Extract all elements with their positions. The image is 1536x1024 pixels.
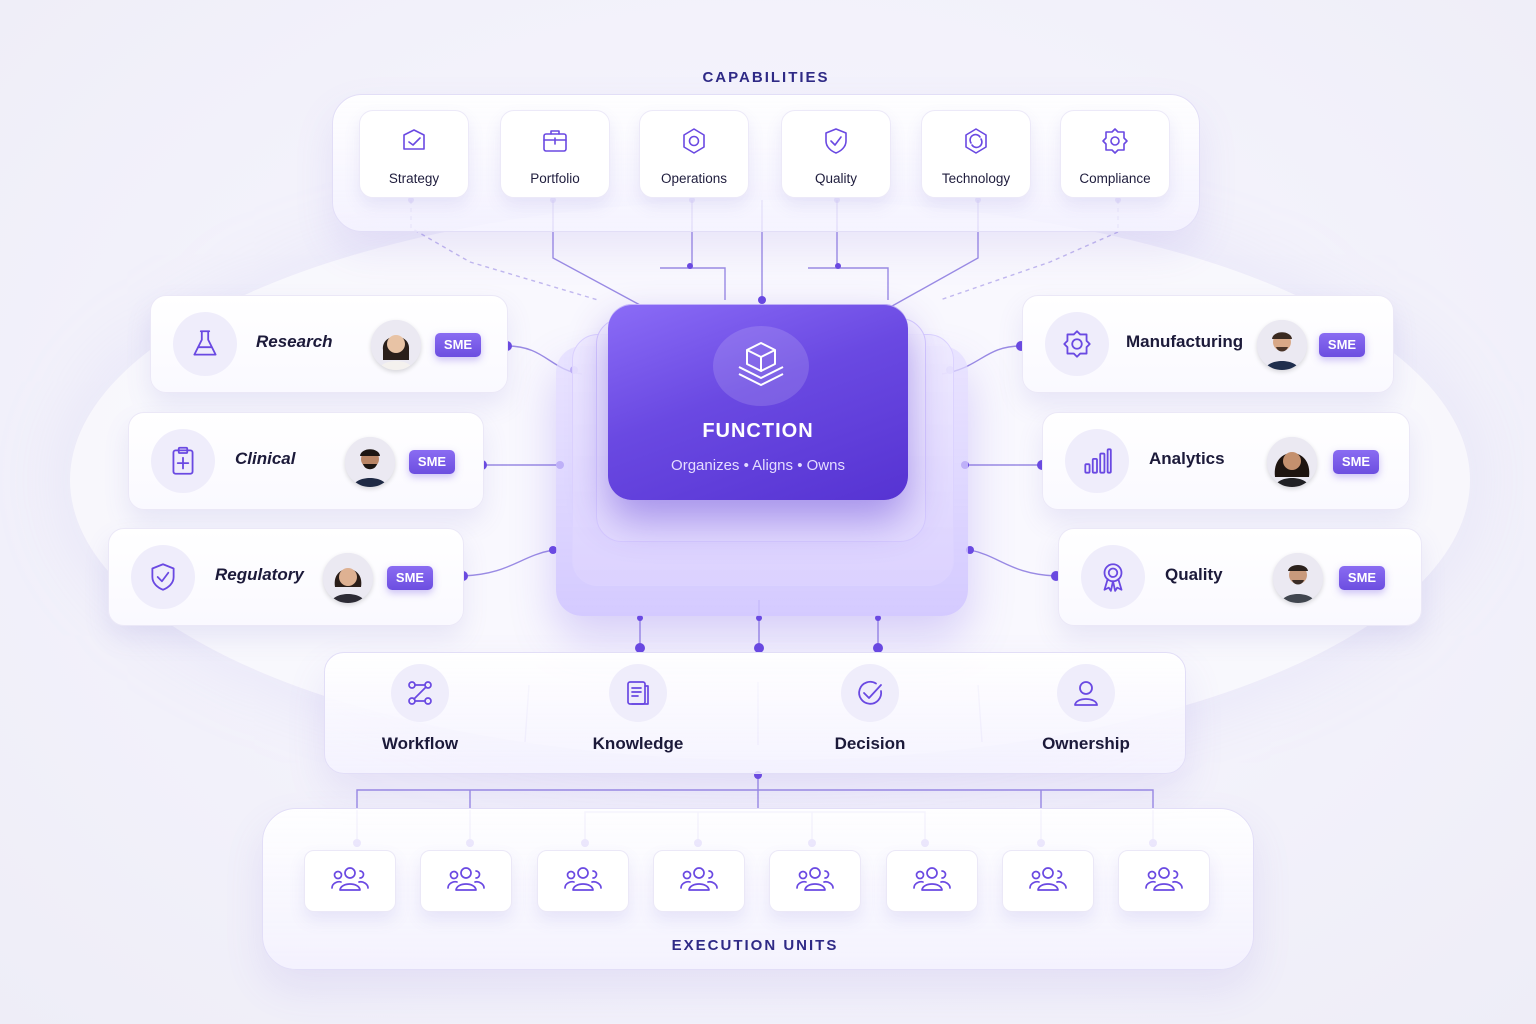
function-title: FUNCTION xyxy=(702,420,814,442)
team-icon xyxy=(679,864,719,899)
domain-card-research[interactable]: Research SME xyxy=(150,295,508,393)
execution-unit-card[interactable] xyxy=(1118,850,1210,912)
domain-label: Clinical xyxy=(235,449,296,468)
sme-avatar xyxy=(323,553,373,603)
shield-check-icon xyxy=(151,563,175,591)
check-circle-icon xyxy=(858,680,883,705)
domain-card-clinical[interactable]: Clinical SME xyxy=(128,412,484,510)
capabilities-title: CAPABILITIES xyxy=(702,69,830,86)
core-item-workflow[interactable]: Workflow xyxy=(320,664,520,754)
capability-card-operations[interactable]: Operations xyxy=(639,110,749,198)
document-icon xyxy=(627,681,649,705)
team-icon xyxy=(795,864,835,899)
team-icon xyxy=(912,864,952,899)
domain-label: Analytics xyxy=(1149,449,1225,468)
capability-label: Operations xyxy=(660,171,728,186)
core-item-icon-circle xyxy=(1057,664,1115,722)
sme-badge: SME xyxy=(409,450,455,474)
sme-avatar xyxy=(371,320,421,370)
domain-label: Regulatory xyxy=(215,565,304,584)
capabilities-panel xyxy=(332,94,1200,232)
domain-label: Quality xyxy=(1165,565,1223,584)
sme-avatar xyxy=(1267,437,1317,487)
capability-label: Quality xyxy=(814,171,858,186)
domain-icon-circle xyxy=(1065,429,1129,493)
layers-cube-icon xyxy=(738,342,784,386)
capability-label: Portfolio xyxy=(530,171,580,186)
sme-badge: SME xyxy=(435,333,481,357)
function-core[interactable]: FUNCTION Organizes • Aligns • Owns xyxy=(608,304,908,500)
sme-badge: SME xyxy=(1339,566,1385,590)
capability-card-compliance[interactable]: Compliance xyxy=(1060,110,1170,198)
core-item-label: Decision xyxy=(834,734,906,753)
team-icon xyxy=(330,864,370,899)
sme-avatar xyxy=(1273,553,1323,603)
compliance-gear-icon xyxy=(1102,128,1128,154)
domain-card-quality[interactable]: Quality SME xyxy=(1058,528,1422,626)
execution-unit-card[interactable] xyxy=(420,850,512,912)
gear-icon xyxy=(1063,330,1091,358)
execution-unit-card[interactable] xyxy=(653,850,745,912)
team-icon xyxy=(1144,864,1184,899)
clipboard-plus-icon xyxy=(172,446,194,475)
strategy-icon xyxy=(403,129,425,150)
domain-icon-circle xyxy=(151,429,215,493)
capability-card-technology[interactable]: Technology xyxy=(921,110,1031,198)
domain-icon-circle xyxy=(1081,545,1145,609)
execution-unit-card[interactable] xyxy=(304,850,396,912)
technology-icon xyxy=(965,128,987,154)
capability-label: Strategy xyxy=(388,171,440,186)
operations-icon xyxy=(683,128,705,154)
core-item-icon-circle xyxy=(391,664,449,722)
execution-unit-card[interactable] xyxy=(537,850,629,912)
domain-card-analytics[interactable]: Analytics SME xyxy=(1042,412,1410,510)
core-item-label: Knowledge xyxy=(592,734,684,753)
core-item-label: Workflow xyxy=(381,734,459,753)
execution-unit-card[interactable] xyxy=(1002,850,1094,912)
portfolio-icon xyxy=(543,130,567,152)
domain-card-manufacturing[interactable]: Manufacturing SME xyxy=(1022,295,1394,393)
capability-label: Technology xyxy=(941,171,1011,186)
capability-label: Compliance xyxy=(1079,171,1151,186)
core-item-knowledge[interactable]: Knowledge xyxy=(538,664,738,754)
bar-chart-icon xyxy=(1084,448,1112,474)
workflow-icon xyxy=(408,681,432,705)
function-subtitle: Organizes • Aligns • Owns xyxy=(671,457,845,474)
domain-card-regulatory[interactable]: Regulatory SME xyxy=(108,528,464,626)
sme-badge: SME xyxy=(387,566,433,590)
team-icon xyxy=(563,864,603,899)
core-item-icon-circle xyxy=(609,664,667,722)
execution-unit-card[interactable] xyxy=(769,850,861,912)
sme-badge: SME xyxy=(1319,333,1365,357)
domain-icon-circle xyxy=(173,312,237,376)
domain-icon-circle xyxy=(1045,312,1109,376)
core-icon-circle xyxy=(713,326,809,406)
core-item-icon-circle xyxy=(841,664,899,722)
domain-label: Manufacturing xyxy=(1126,332,1244,351)
sme-avatar xyxy=(1257,320,1307,370)
sme-avatar xyxy=(345,437,395,487)
team-icon xyxy=(446,864,486,899)
capability-card-portfolio[interactable]: Portfolio xyxy=(500,110,610,198)
capability-card-strategy[interactable]: Strategy xyxy=(359,110,469,198)
shield-check-icon xyxy=(825,128,847,154)
flask-icon xyxy=(193,330,217,356)
sme-badge: SME xyxy=(1333,450,1379,474)
domain-icon-circle xyxy=(131,545,195,609)
domain-label: Research xyxy=(256,332,333,351)
execution-units-title: EXECUTION UNITS xyxy=(671,937,839,954)
award-ribbon-icon xyxy=(1103,563,1123,592)
core-item-decision[interactable]: Decision xyxy=(770,664,970,754)
execution-unit-card[interactable] xyxy=(886,850,978,912)
user-icon xyxy=(1074,681,1098,706)
capability-card-quality[interactable]: Quality xyxy=(781,110,891,198)
core-item-ownership[interactable]: Ownership xyxy=(986,664,1186,754)
team-icon xyxy=(1028,864,1068,899)
core-items-bar xyxy=(324,652,1186,774)
core-item-label: Ownership xyxy=(1042,734,1130,753)
